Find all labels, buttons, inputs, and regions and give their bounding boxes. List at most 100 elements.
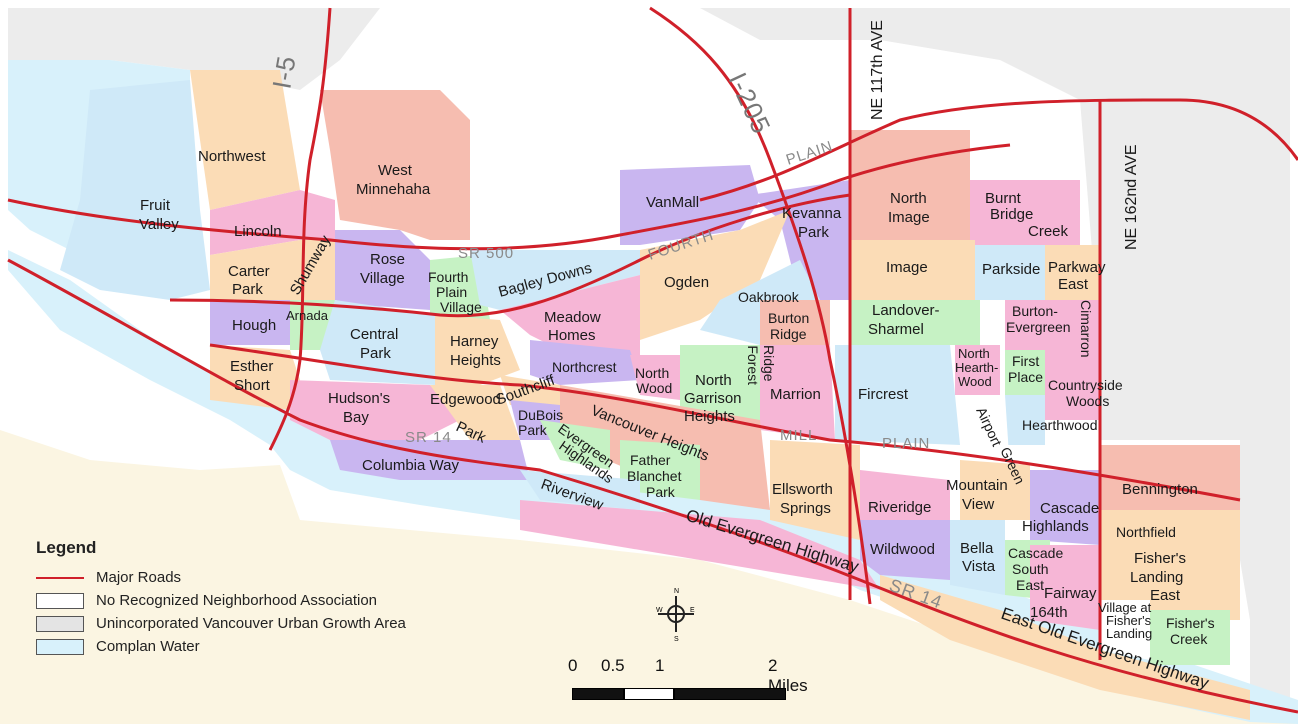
label-northcrest: Northcrest — [552, 359, 617, 375]
label-edgewood-park: Edgewood — [430, 391, 501, 408]
area-columbia-way[interactable] — [330, 440, 530, 480]
area-first-place[interactable] — [1005, 350, 1045, 395]
area-evergreen-highlands[interactable] — [540, 420, 610, 470]
area-fairway-164th[interactable] — [1030, 545, 1100, 630]
area-airport-green[interactable] — [960, 395, 1010, 470]
legend-label: Major Roads — [96, 569, 182, 586]
legend-line-swatch — [36, 576, 84, 579]
label-marrion: Marrion — [770, 386, 821, 403]
legend: Legend Major Roads No Recognized Neighbo… — [36, 538, 536, 658]
area-esther-short[interactable] — [210, 345, 300, 410]
road-fourth-plain[interactable] — [169, 193, 851, 318]
area-parkside[interactable] — [975, 245, 1045, 300]
svg-text:E: E — [690, 607, 695, 614]
area-southcliff[interactable] — [500, 375, 560, 405]
legend-item-major-roads: Major Roads — [36, 566, 536, 589]
area-burton-ridge[interactable] — [760, 300, 830, 345]
legend-box-swatch — [36, 592, 84, 609]
area-countryside-woods[interactable] — [1045, 350, 1100, 420]
area-rose-village[interactable] — [335, 230, 430, 310]
area-east-old-evergreen-strip[interactable] — [880, 575, 1250, 720]
area-hearthwood[interactable] — [1005, 395, 1045, 445]
legend-label: Unincorporated Vancouver Urban Growth Ar… — [96, 615, 406, 632]
area-northwest[interactable] — [190, 70, 300, 210]
area-wildwood[interactable] — [860, 520, 950, 580]
scale-tick-0-5: 0.5 — [601, 656, 625, 675]
scale-tick-1: 1 — [655, 656, 665, 675]
area-hudsons-bay[interactable] — [290, 380, 460, 440]
legend-item-complan-water: Complan Water — [36, 635, 536, 658]
label-plain-mill: PLAIN — [882, 435, 930, 452]
area-central-park[interactable] — [320, 300, 435, 385]
area-edgewood-park[interactable] — [430, 385, 520, 440]
road-mill-plain[interactable] — [209, 343, 1241, 502]
area-west-minnehaha[interactable] — [320, 90, 470, 240]
area-north-hearthwood[interactable] — [955, 345, 1000, 395]
scale-segment-1 — [572, 688, 624, 700]
label-i5: I-5 — [266, 53, 301, 91]
legend-box-swatch — [36, 615, 84, 632]
label-riveridge: Riveridge — [868, 499, 931, 516]
area-fircrest[interactable] — [835, 345, 960, 445]
road-i205[interactable] — [649, 6, 872, 605]
svg-text:N: N — [674, 588, 679, 595]
area-riveridge[interactable] — [860, 470, 950, 520]
area-landover-sharmel[interactable] — [850, 300, 980, 345]
svg-text:S: S — [674, 636, 679, 642]
label-arnada: Arnada — [286, 308, 329, 323]
area-fruit-valley[interactable] — [60, 80, 210, 300]
road-sr14[interactable] — [7, 258, 1298, 714]
label-oakbrook: Oakbrook — [738, 289, 800, 305]
road-plain-north[interactable] — [699, 98, 1298, 202]
legend-box-swatch — [36, 638, 84, 655]
area-harney-heights[interactable] — [435, 315, 520, 385]
label-northwest: Northwest — [198, 148, 266, 165]
area-shumway[interactable] — [300, 240, 335, 300]
area-northcrest[interactable] — [530, 340, 640, 385]
area-village-at-fishers-landing[interactable] — [1100, 600, 1150, 660]
label-ne162: NE 162nd AVE — [1123, 144, 1140, 250]
label-sr500: SR 500 — [458, 245, 514, 262]
area-northfield[interactable] — [1100, 510, 1240, 540]
area-parkway-east[interactable] — [1045, 245, 1100, 300]
area-cascade-highlands[interactable] — [1030, 470, 1100, 545]
road-i5[interactable] — [268, 7, 332, 451]
area-carter-park[interactable] — [210, 240, 300, 300]
area-burnt-bridge-creek[interactable] — [970, 180, 1080, 245]
area-bella-vista[interactable] — [950, 520, 1005, 595]
area-ellsworth-springs[interactable] — [770, 440, 860, 540]
area-north-wood[interactable] — [630, 355, 680, 400]
area-mountain-view[interactable] — [960, 460, 1030, 520]
unincorporated-area-north — [8, 8, 1290, 724]
area-marrion[interactable] — [760, 345, 835, 440]
label-mill: MILL — [780, 427, 817, 444]
label-ne117: NE 117th AVE — [869, 20, 886, 120]
area-north-image[interactable] — [850, 130, 970, 240]
legend-title: Legend — [36, 538, 97, 557]
area-old-evergreen-strip[interactable] — [520, 500, 880, 590]
area-bagley-downs[interactable] — [470, 250, 640, 310]
area-image[interactable] — [850, 240, 975, 300]
area-riverview[interactable] — [520, 470, 640, 510]
label-sr14-west: SR 14 — [405, 429, 452, 446]
area-burton-evergreen[interactable] — [1005, 300, 1075, 350]
area-fishers-creek[interactable] — [1150, 610, 1230, 665]
legend-item-no-association: No Recognized Neighborhood Association — [36, 589, 536, 612]
area-hough[interactable] — [210, 300, 290, 345]
scale-segment-3 — [674, 688, 786, 700]
area-meadow-homes[interactable] — [500, 275, 640, 360]
road-sr500[interactable] — [7, 143, 1011, 251]
